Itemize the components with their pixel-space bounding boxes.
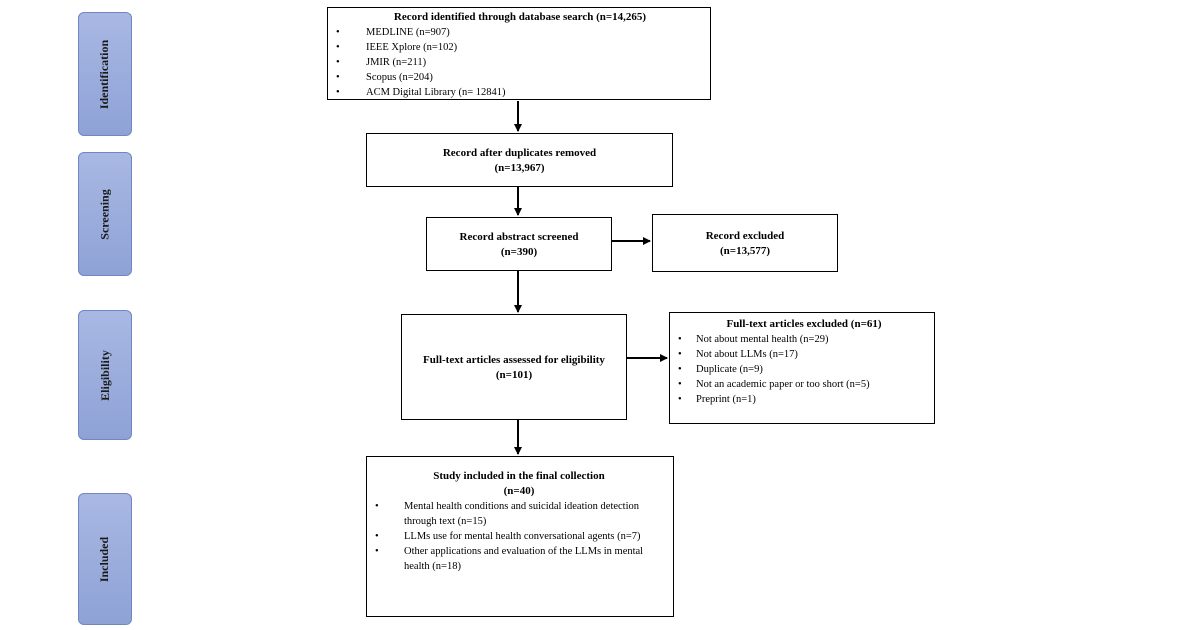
abstract-count: (n=390) (500, 246, 538, 258)
included-category-list: Mental health conditions and suicidal id… (375, 499, 663, 574)
identification-box: Record identified through database searc… (327, 7, 711, 100)
included-title: Study included in the final collection (433, 470, 605, 482)
exclusion-reason: Preprint (n=1) (678, 392, 930, 407)
included-category: LLMs use for mental health conversationa… (375, 529, 663, 544)
database-item: Scopus (n=204) (336, 70, 704, 85)
duplicates-box: Record after duplicates removed (n=13,96… (366, 133, 673, 187)
abstract-screened-box: Record abstract screened (n=390) (426, 217, 612, 271)
excluded-count: (n=13,577) (720, 245, 770, 257)
fulltext-assessed-box: Full-text articles assessed for eligibil… (401, 314, 627, 420)
fulltext-excluded-box: Full-text articles excluded (n=61) Not a… (669, 312, 935, 424)
database-item: JMIR (n=211) (336, 55, 704, 70)
fulltext-title: Full-text articles assessed for eligibil… (423, 354, 605, 366)
excluded-title: Record excluded (705, 230, 785, 242)
fulltext-excluded-title: Full-text articles excluded (n=61) (726, 318, 882, 330)
phase-included: Included (78, 493, 132, 625)
exclusion-reason-list: Not about mental health (n=29) Not about… (678, 332, 930, 407)
database-list: MEDLINE (n=907) IEEE Xplore (n=102) JMIR… (336, 25, 704, 100)
phase-screening: Screening (78, 152, 132, 276)
duplicates-count: (n=13,967) (494, 162, 545, 174)
included-count: (n=40) (503, 485, 535, 497)
database-item: IEEE Xplore (n=102) (336, 40, 704, 55)
phase-eligibility: Eligibility (78, 310, 132, 440)
exclusion-reason: Duplicate (n=9) (678, 362, 930, 377)
included-category: Mental health conditions and suicidal id… (375, 499, 663, 529)
fulltext-count: (n=101) (495, 369, 533, 381)
phase-identification: Identification (78, 12, 132, 136)
database-item: MEDLINE (n=907) (336, 25, 704, 40)
abstract-title: Record abstract screened (459, 231, 579, 243)
database-item: ACM Digital Library (n= 12841) (336, 85, 704, 100)
records-excluded-box: Record excluded (n=13,577) (652, 214, 838, 272)
exclusion-reason: Not about LLMs (n=17) (678, 347, 930, 362)
included-box: Study included in the final collection (… (366, 456, 674, 617)
duplicates-title: Record after duplicates removed (442, 147, 597, 159)
included-category: Other applications and evaluation of the… (375, 544, 663, 574)
identification-title: Record identified through database searc… (393, 11, 647, 23)
exclusion-reason: Not an academic paper or too short (n=5) (678, 377, 930, 392)
exclusion-reason: Not about mental health (n=29) (678, 332, 930, 347)
